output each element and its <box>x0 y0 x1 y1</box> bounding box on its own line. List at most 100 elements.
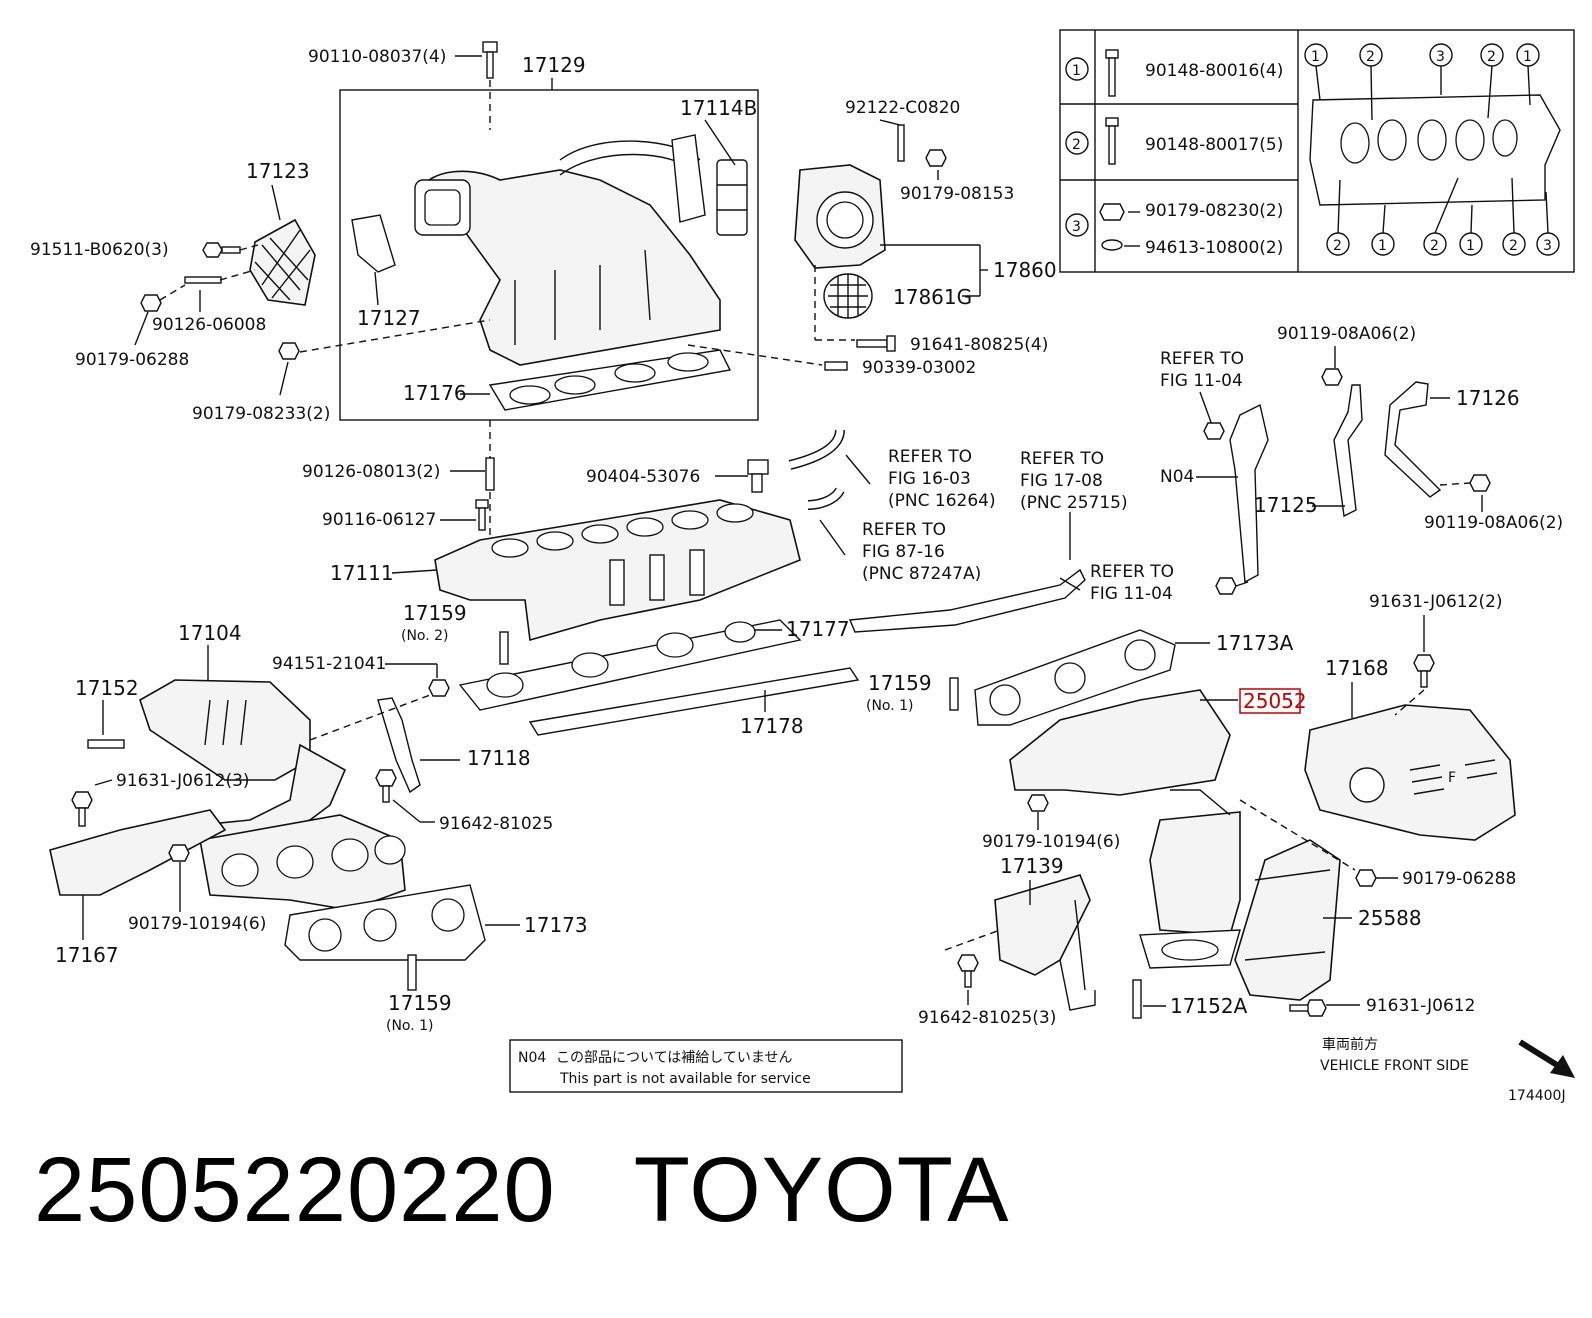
stud-17159-no1-a <box>949 677 959 711</box>
label-17139: 17139 <box>1000 854 1064 878</box>
insulator-f-mark: F <box>1448 770 1456 786</box>
legend-num-2: 2 <box>1072 137 1081 153</box>
label-90126-08013: 90126-08013(2) <box>302 462 440 482</box>
exhaust-manifold-left <box>198 743 406 911</box>
nut-90179-06288-b <box>1355 869 1377 887</box>
label-17860: 17860 <box>993 258 1057 282</box>
bolt-91631-a <box>1413 654 1435 688</box>
stud-17152 <box>87 739 125 749</box>
label-17104: 17104 <box>178 621 242 645</box>
gasket-callout-bottom: 2 1 2 1 2 3 <box>1326 177 1560 256</box>
label-17159-no1-a-sub: (No. 1) <box>866 698 914 714</box>
label-17118: 17118 <box>467 746 531 770</box>
label-91641: 91641-80825(4) <box>910 335 1048 355</box>
refer-11b-line2: FIG 11-04 <box>1090 584 1173 604</box>
bracket-pipe <box>848 568 1086 633</box>
bolt-90110 <box>482 41 498 79</box>
svg-text:1: 1 <box>1523 49 1532 65</box>
bolt-n04-bottom <box>1215 577 1237 595</box>
label-N04: N04 <box>1160 467 1194 487</box>
svg-text:3: 3 <box>1436 49 1445 65</box>
gasket-callout-top: 1 2 3 2 1 <box>1304 43 1540 121</box>
throttle-body-17860 <box>794 164 886 269</box>
label-17177: 17177 <box>786 617 850 641</box>
refer-87-line3: (PNC 87247A) <box>862 564 981 584</box>
bolt-91631-c <box>1289 999 1327 1017</box>
stud-90126-08013 <box>485 457 495 491</box>
legend-num-1: 1 <box>1072 63 1081 79</box>
refer-16-line2: FIG 16-03 <box>888 469 971 489</box>
stud-92122 <box>897 124 905 162</box>
refer-11b-line1: REFER TO <box>1090 562 1174 582</box>
bolt-91631-b <box>71 791 93 827</box>
label-17861G: 17861G <box>893 285 972 309</box>
bolt-91642-a <box>375 769 397 803</box>
bracket-17126 <box>1384 381 1442 498</box>
label-17173A: 17173A <box>1216 631 1294 655</box>
gasket-17173A <box>974 629 1176 726</box>
bolt-91642-b <box>957 954 979 988</box>
label-90179-10194-a: 90179-10194(6) <box>128 914 266 934</box>
svg-text:2: 2 <box>1509 238 1518 254</box>
footer-part-number: 2505220220 <box>34 1139 556 1241</box>
legend-part-1: 90148-80016(4) <box>1145 61 1283 81</box>
lower-intake-17111 <box>434 499 801 642</box>
svg-text:3: 3 <box>1543 238 1552 254</box>
svg-text:1: 1 <box>1311 49 1320 65</box>
bracket-17125 <box>1333 384 1363 518</box>
nut-90179-08153 <box>925 149 947 167</box>
intake-gasket-pattern <box>1309 94 1561 206</box>
heat-shield-17167 <box>49 809 227 896</box>
nut-icon <box>1099 203 1125 221</box>
refer-11a-line1: REFER TO <box>1160 349 1244 369</box>
label-25588: 25588 <box>1358 906 1422 930</box>
label-90126-06008: 90126-06008 <box>152 315 266 335</box>
label-17152A: 17152A <box>1170 994 1248 1018</box>
footer-title: 2505220220 TOYOTA <box>34 1138 1009 1243</box>
nut-90179-10194-a <box>168 844 190 862</box>
bolt-icon <box>1105 117 1119 165</box>
label-25052[interactable]: 25052 <box>1243 689 1307 713</box>
bolt-90116 <box>475 499 489 531</box>
label-90179-08153: 90179-08153 <box>900 184 1014 204</box>
label-17114B: 17114B <box>680 96 757 120</box>
front-arrow-icon <box>1518 1039 1575 1078</box>
label-91631-c: 91631-J0612 <box>1366 996 1475 1016</box>
label-90179-06288-a: 90179-06288 <box>75 350 189 370</box>
label-91631-b: 91631-J0612(3) <box>116 771 250 791</box>
bolt-91511 <box>202 242 241 258</box>
note-jp: この部品については補給していません <box>556 1050 792 1066</box>
note-code: N04 <box>518 1050 546 1066</box>
label-90119-a: 90119-08A06(2) <box>1277 324 1416 344</box>
heat-insulator-17104 <box>139 679 311 781</box>
fitting-90404 <box>747 459 769 493</box>
legend-part-3a: 90179-08230(2) <box>1145 201 1283 221</box>
gasket-17178 <box>528 667 860 736</box>
label-17159-no1-b: 17159 <box>388 991 452 1015</box>
gasket-17127 <box>351 214 396 273</box>
label-90404: 90404-53076 <box>586 467 700 487</box>
legend-part-2: 90148-80017(5) <box>1145 135 1283 155</box>
svg-text:2: 2 <box>1333 238 1342 254</box>
bracket-17118 <box>377 697 421 794</box>
label-17152: 17152 <box>75 676 139 700</box>
bolt-n04-top <box>1203 422 1225 440</box>
label-17127: 17127 <box>357 306 421 330</box>
label-17126: 17126 <box>1456 386 1520 410</box>
bolt-legend-box: 1 2 3 90148-80016(4) 90148-80017(5) 9017… <box>1059 29 1575 273</box>
note-box <box>509 1039 903 1093</box>
refer-11a-line2: FIG 11-04 <box>1160 371 1243 391</box>
label-17129: 17129 <box>522 53 586 77</box>
label-91642-b: 91642-81025(3) <box>918 1008 1056 1028</box>
stud-90126-06008 <box>184 276 222 284</box>
refer-17-line3: (PNC 25715) <box>1020 493 1128 513</box>
label-90339: 90339-03002 <box>862 358 976 378</box>
svg-text:1: 1 <box>1378 238 1387 254</box>
svg-text:2: 2 <box>1430 238 1439 254</box>
nut-94151 <box>428 679 450 697</box>
label-91631-a: 91631-J0612(2) <box>1369 592 1503 612</box>
stud-17159-no1-b <box>407 954 417 991</box>
nut-90179-08233 <box>278 342 300 360</box>
label-90119-b: 90119-08A06(2) <box>1424 513 1563 533</box>
highlight-box <box>1239 688 1301 714</box>
